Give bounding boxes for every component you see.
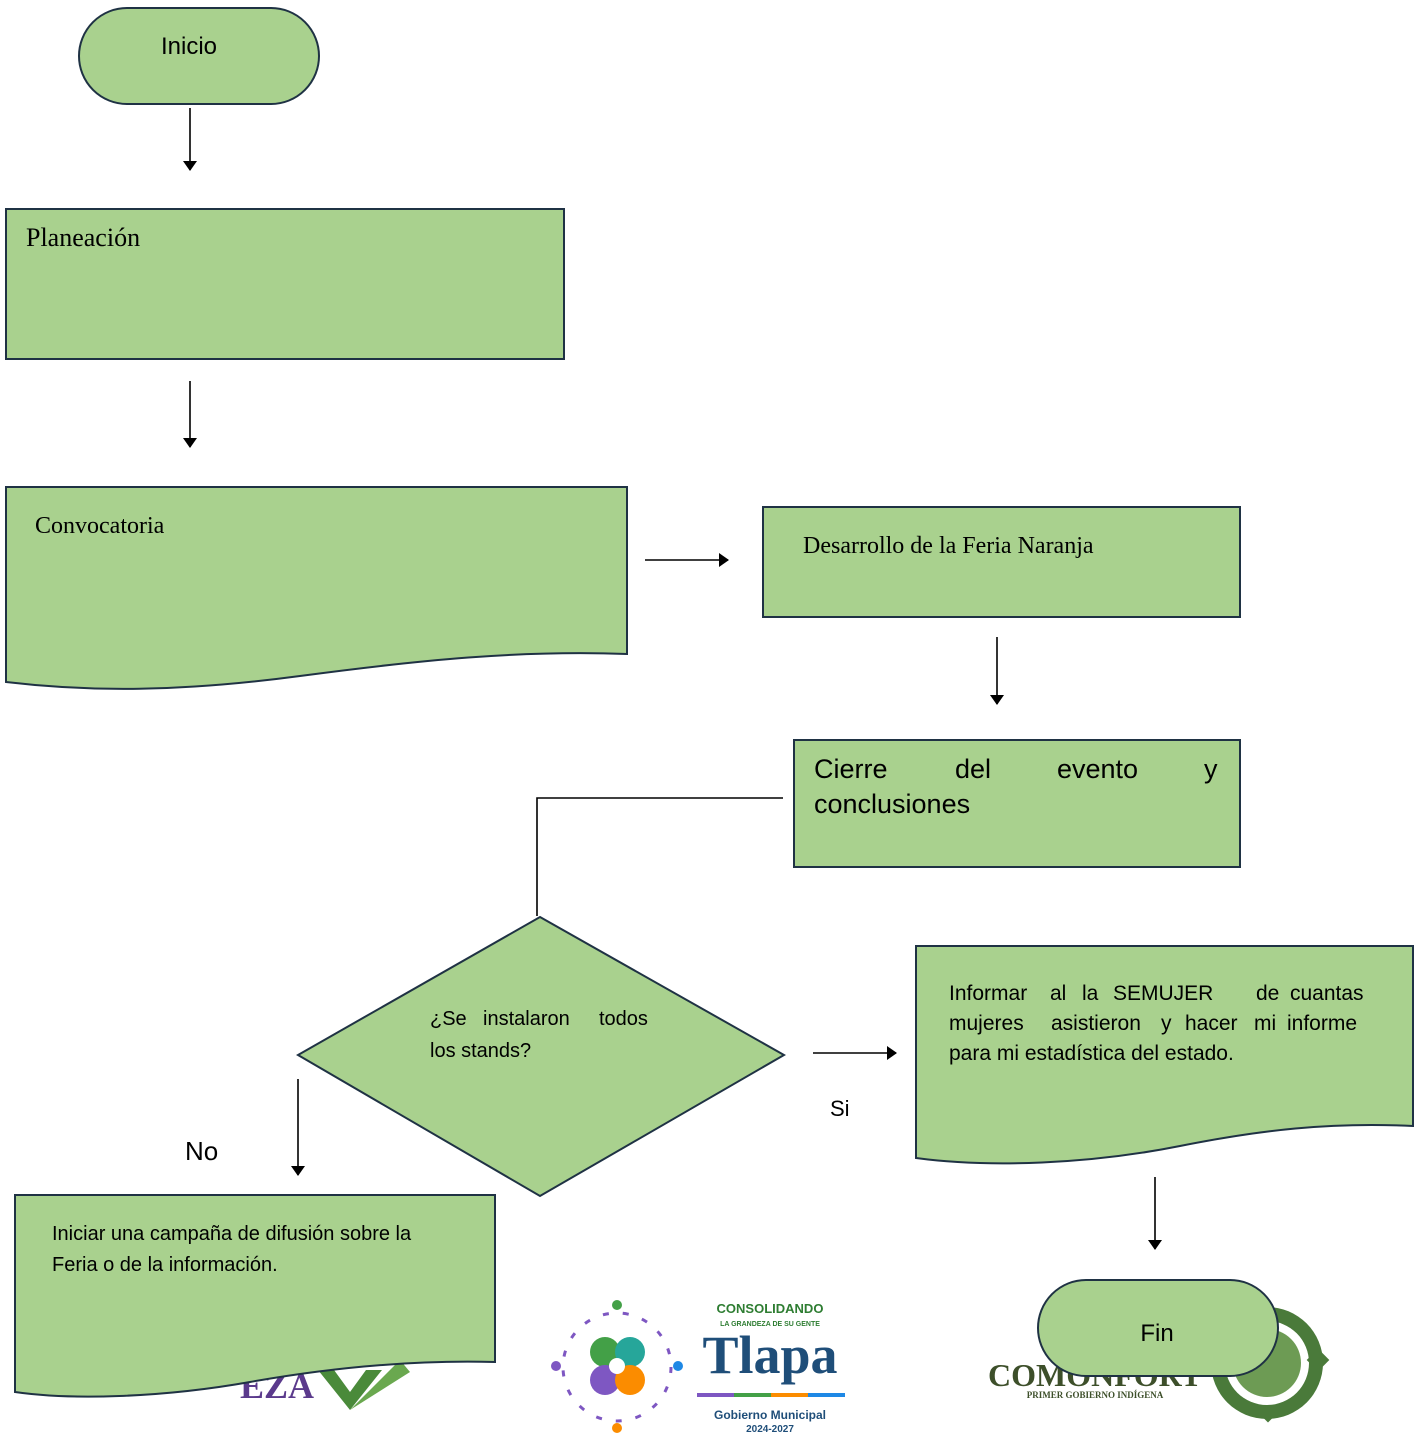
node-inicio: Inicio bbox=[78, 7, 320, 105]
tlapa-bar-2 bbox=[734, 1393, 771, 1397]
node-fin: Fin bbox=[1037, 1279, 1279, 1377]
informar-line2-w6: informe bbox=[1287, 1012, 1357, 1035]
convocatoria-document bbox=[5, 486, 628, 690]
tlapa-name-text: Tlapa bbox=[702, 1325, 837, 1385]
tlapa-bar-1 bbox=[697, 1393, 734, 1397]
decision-diamond bbox=[295, 915, 787, 1198]
node-convocatoria: Convocatoria bbox=[5, 486, 628, 690]
inicio-terminator bbox=[78, 7, 320, 105]
decision-line1-w1: ¿Se bbox=[430, 1008, 467, 1030]
informar-line3: para mi estadística del estado. bbox=[949, 1042, 1234, 1065]
informar-line2-w5: mi bbox=[1254, 1012, 1276, 1035]
node-desarrollo: Desarrollo de la Feria Naranja bbox=[762, 506, 1241, 618]
informar-document bbox=[915, 945, 1414, 1165]
edge-label-si: Si bbox=[830, 1096, 850, 1121]
informar-line1-w6: cuantas bbox=[1290, 982, 1364, 1005]
informar-line2-w1: mujeres bbox=[949, 1012, 1024, 1035]
node-decision: ¿Se instalaron todos los stands? bbox=[295, 915, 787, 1198]
informar-line1-w3: la bbox=[1082, 982, 1099, 1005]
campana-line1: Iniciar una campaña de difusión sobre la bbox=[52, 1223, 412, 1245]
cierre-line1-w4: y bbox=[1204, 754, 1218, 784]
campana-line2: Feria o de la información. bbox=[52, 1254, 278, 1276]
campana-document bbox=[14, 1194, 496, 1398]
leaf-icon-2 bbox=[350, 1360, 410, 1410]
cierre-line1-w3: evento bbox=[1057, 754, 1138, 784]
connector-cierre-decision bbox=[536, 797, 783, 916]
informar-line1-w4: SEMUJER bbox=[1113, 982, 1213, 1005]
cierre-line1-w2: del bbox=[955, 754, 991, 784]
tlapa-tagline-text: LA GRANDEZA DE SU GENTE bbox=[720, 1321, 820, 1328]
inicio-label: Inicio bbox=[161, 33, 217, 60]
cierre-box bbox=[793, 739, 1241, 868]
desarrollo-box bbox=[762, 506, 1241, 618]
node-informar: Informar al la SEMUJER de cuantas mujere… bbox=[915, 945, 1414, 1165]
informar-line2-w4: hacer bbox=[1185, 1012, 1238, 1035]
tlapa-sub-text: Gobierno Municipal bbox=[714, 1408, 826, 1422]
edge-label-no: No bbox=[185, 1136, 218, 1166]
leaf-icon bbox=[318, 1370, 382, 1410]
node-planeacion: Planeación bbox=[5, 208, 565, 360]
cierre-line2: conclusiones bbox=[814, 789, 970, 819]
tlapa-years-text: 2024-2027 bbox=[746, 1424, 794, 1435]
node-cierre: Cierre del evento y conclusiones bbox=[793, 739, 1241, 868]
flower-emblem-icon bbox=[551, 1300, 683, 1433]
tlapa-bar-3 bbox=[771, 1393, 808, 1397]
fin-terminator bbox=[1037, 1279, 1279, 1377]
node-campana: Iniciar una campaña de difusión sobre la… bbox=[14, 1194, 496, 1398]
tlapa-bar-4 bbox=[808, 1393, 845, 1397]
fin-label: Fin bbox=[1140, 1320, 1173, 1347]
connectors bbox=[183, 108, 1162, 1250]
decision-line1-w3: todos bbox=[599, 1008, 648, 1030]
informar-line1-w2: al bbox=[1050, 982, 1066, 1005]
decision-line1-w2: instalaron bbox=[483, 1008, 570, 1030]
informar-line1-w1: Informar bbox=[949, 982, 1027, 1005]
decision-line2: los stands? bbox=[430, 1040, 531, 1062]
informar-line2-w3: y bbox=[1161, 1012, 1172, 1035]
convocatoria-label: Convocatoria bbox=[35, 513, 165, 539]
informar-line1-w5: de bbox=[1256, 982, 1279, 1005]
tlapa-top-text: CONSOLIDANDO bbox=[717, 1301, 824, 1316]
informar-line2-w2: asistieron bbox=[1051, 1012, 1141, 1035]
tlapa-logo: CONSOLIDANDO LA GRANDEZA DE SU GENTE Tla… bbox=[551, 1300, 845, 1435]
planeacion-label: Planeación bbox=[26, 223, 140, 252]
comonfort-sub-text: PRIMER GOBIERNO INDÍGENA bbox=[1027, 1390, 1164, 1400]
desarrollo-label: Desarrollo de la Feria Naranja bbox=[803, 533, 1094, 559]
cierre-line1-w1: Cierre bbox=[814, 754, 888, 784]
planeacion-box bbox=[5, 208, 565, 360]
